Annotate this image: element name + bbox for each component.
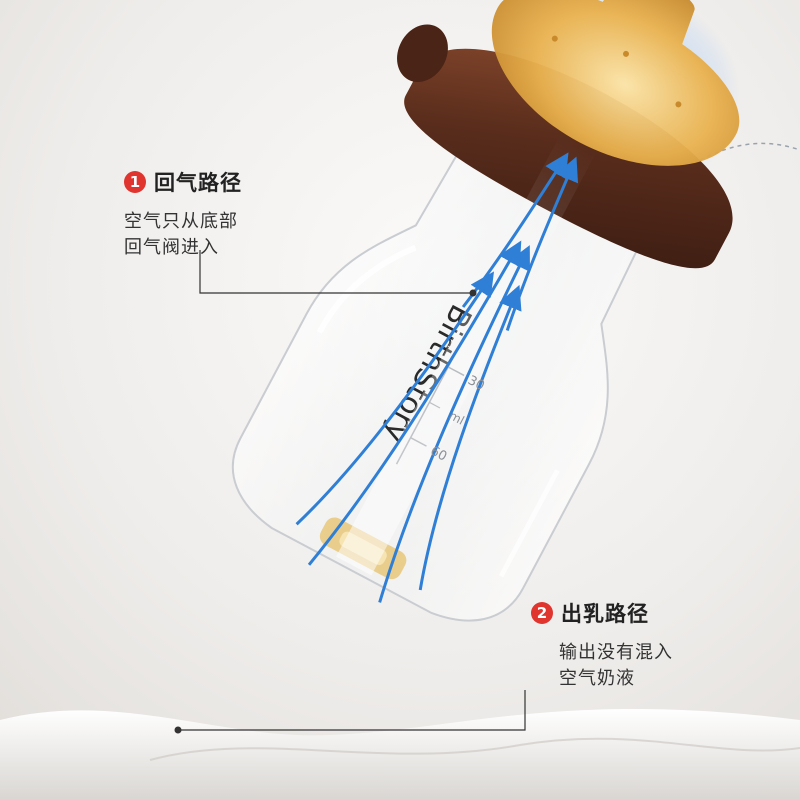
light-beam <box>336 132 597 576</box>
leader-line-1 <box>199 250 473 294</box>
description-line: 输出没有混入 <box>559 642 673 663</box>
nipple <box>491 0 740 166</box>
baby-bottle: BirthStory <box>231 0 740 622</box>
number-badge: 1 <box>124 171 146 193</box>
bottle-highlight-2 <box>498 469 560 578</box>
nipple-dot-2 <box>675 101 682 108</box>
airflow-arrows <box>295 152 579 603</box>
fabric-fold <box>149 737 800 761</box>
number-badge: 2 <box>531 602 553 624</box>
scale-mark-label: 60 <box>428 444 450 465</box>
callout-description: 空气只从底部 回气阀进入 <box>124 209 242 261</box>
callout-title: 出乳路径 <box>561 602 649 626</box>
callout-description: 输出没有混入 空气奶液 <box>531 640 673 692</box>
air-trail-dashed <box>699 142 800 161</box>
callout-head: 1 回气路径 <box>124 167 242 197</box>
nipple-dot-1 <box>551 35 558 42</box>
callout-return-air: 1 回气路径 空气只从底部 回气阀进入 <box>124 167 242 261</box>
description-line: 回气阀进入 <box>124 237 219 258</box>
callout-head: 2 出乳路径 <box>531 598 673 628</box>
bottle-highlight <box>316 244 417 334</box>
scale-unit-label: ml <box>447 408 467 427</box>
nipple-dot-3 <box>623 50 630 57</box>
callout-title: 回气路径 <box>154 171 242 195</box>
scale-mark-label: 30 <box>465 373 487 394</box>
leader-dot-1 <box>469 289 477 297</box>
callout-milk-out: 2 出乳路径 输出没有混入 空气奶液 <box>531 598 673 692</box>
collar-ear-left <box>397 24 448 83</box>
leader-dot-2 <box>174 726 182 734</box>
description-line: 空气只从底部 <box>124 211 238 232</box>
description-line: 空气奶液 <box>559 668 635 689</box>
leader-line-2 <box>178 690 526 731</box>
scale-labels: 30 60 ml <box>428 373 487 465</box>
